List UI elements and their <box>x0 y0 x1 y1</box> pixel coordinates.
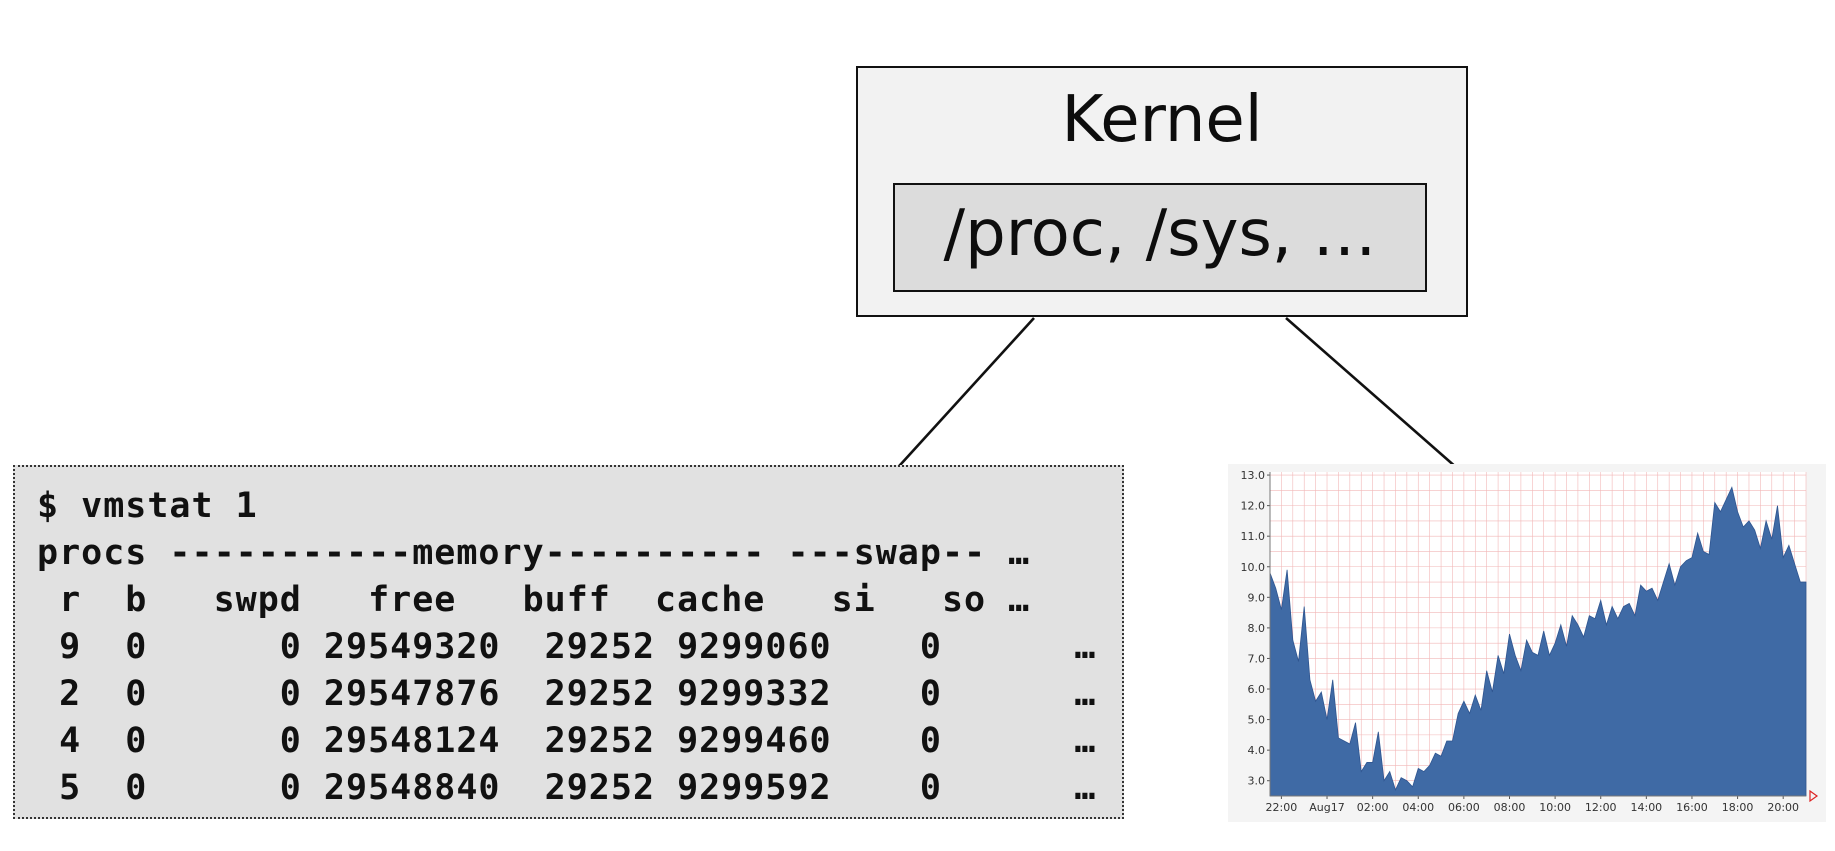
terminal-data-row: 4 0 0 29548124 29252 9299460 0 … <box>37 721 1097 761</box>
y-tick-label: 11.0 <box>1241 530 1266 543</box>
kernel-title: Kernel <box>1061 83 1263 157</box>
metrics-graph-svg: 3.0 4.0 5.0 6.0 7.0 8.0 9.0 10.0 11.0 12.0 13.0 22:… <box>1241 469 1819 814</box>
proc-sys-label: /proc, /sys, … <box>943 197 1377 271</box>
terminal-group-header: procs -----------memory---------- ---swa… <box>37 533 1031 573</box>
y-tick-label: 5.0 <box>1248 714 1266 727</box>
vmstat-terminal: $ vmstat 1 procs -----------memory------… <box>13 465 1124 819</box>
x-tick-label: 18:00 <box>1722 801 1754 814</box>
x-tick-label: Aug17 <box>1309 801 1344 814</box>
terminal-data-row: 5 0 0 29548840 29252 9299592 0 … <box>37 768 1097 808</box>
x-tick-label: 22:00 <box>1266 801 1298 814</box>
x-tick-label: 14:00 <box>1630 801 1662 814</box>
y-tick-label: 13.0 <box>1241 469 1266 482</box>
y-tick-label: 8.0 <box>1248 622 1266 635</box>
y-tick-label: 9.0 <box>1248 591 1266 604</box>
x-tick-label: 12:00 <box>1585 801 1617 814</box>
y-tick-label: 12.0 <box>1241 500 1266 513</box>
kernel-box: Kernel /proc, /sys, … <box>856 66 1468 317</box>
x-axis-end-arrow-icon <box>1809 789 1819 803</box>
terminal-column-header: r b swpd free buff cache si so … <box>37 580 1031 620</box>
x-tick-label: 02:00 <box>1357 801 1389 814</box>
proc-sys-box: /proc, /sys, … <box>893 183 1427 292</box>
terminal-data-row: 9 0 0 29549320 29252 9299060 0 … <box>37 627 1097 667</box>
y-tick-label: 6.0 <box>1248 683 1266 696</box>
x-tick-label: 06:00 <box>1448 801 1480 814</box>
metrics-graph: 3.0 4.0 5.0 6.0 7.0 8.0 9.0 10.0 11.0 12.0 13.0 22:… <box>1228 464 1826 822</box>
y-tick-label: 10.0 <box>1241 561 1266 574</box>
y-tick-label: 7.0 <box>1248 652 1266 665</box>
terminal-command-line: $ vmstat 1 <box>37 486 258 526</box>
y-tick-label: 4.0 <box>1248 744 1266 757</box>
x-tick-label: 20:00 <box>1767 801 1799 814</box>
data-series-area <box>1269 486 1807 797</box>
x-tick-label: 10:00 <box>1539 801 1571 814</box>
terminal-data-row: 2 0 0 29547876 29252 9299332 0 … <box>37 674 1097 714</box>
x-tick-label: 08:00 <box>1494 801 1526 814</box>
x-tick-label: 04:00 <box>1402 801 1434 814</box>
y-tick-label: 3.0 <box>1248 775 1266 788</box>
x-tick-label: 16:00 <box>1676 801 1708 814</box>
